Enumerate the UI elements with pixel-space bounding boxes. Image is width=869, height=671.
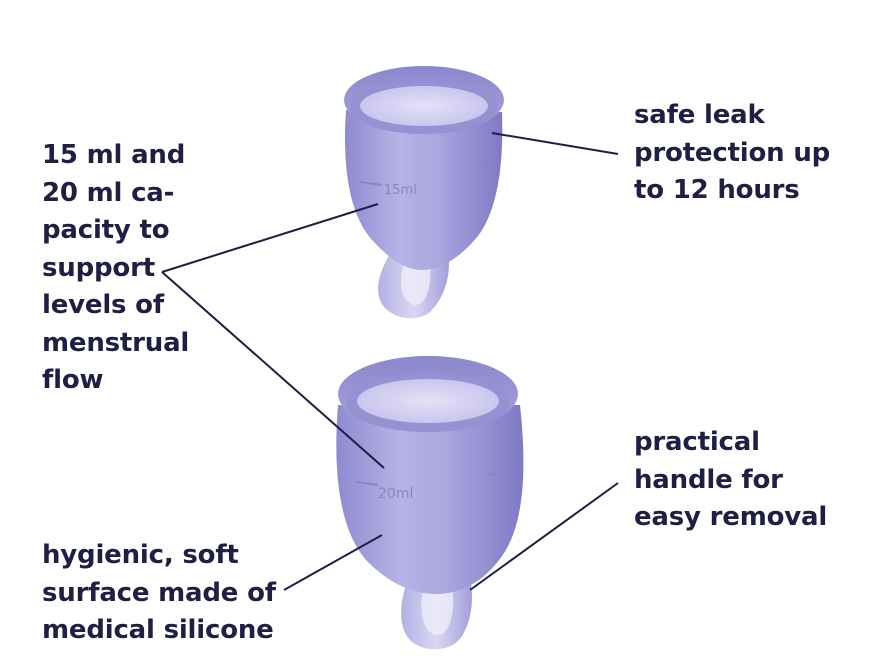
leader-line-capacity-top bbox=[161, 203, 379, 273]
handle-annotation: practical handle for easy removal bbox=[634, 427, 828, 532]
cup-body bbox=[345, 110, 503, 270]
menstrual-cup-large: 20ml bbox=[336, 356, 524, 650]
leader-line-capacity-bottom bbox=[161, 271, 385, 469]
cup-marking-top: 15ml bbox=[384, 183, 417, 198]
leader-lines bbox=[161, 132, 619, 591]
leader-line-handle bbox=[469, 482, 619, 591]
leak-protection-annotation: safe leak protection up to 12 hours bbox=[634, 100, 831, 205]
leader-line-hygienic bbox=[283, 534, 383, 591]
cup-body bbox=[336, 405, 524, 594]
capacity-annotation: 15 ml and 20 ml ca- pacity to support le… bbox=[42, 140, 190, 395]
leader-line-leak bbox=[491, 132, 619, 155]
hygienic-surface-annotation: hygienic, soft surface made of medical s… bbox=[42, 540, 276, 645]
cup-marking-bottom: 20ml bbox=[378, 486, 413, 502]
menstrual-cup-small: 15ml bbox=[344, 66, 504, 319]
